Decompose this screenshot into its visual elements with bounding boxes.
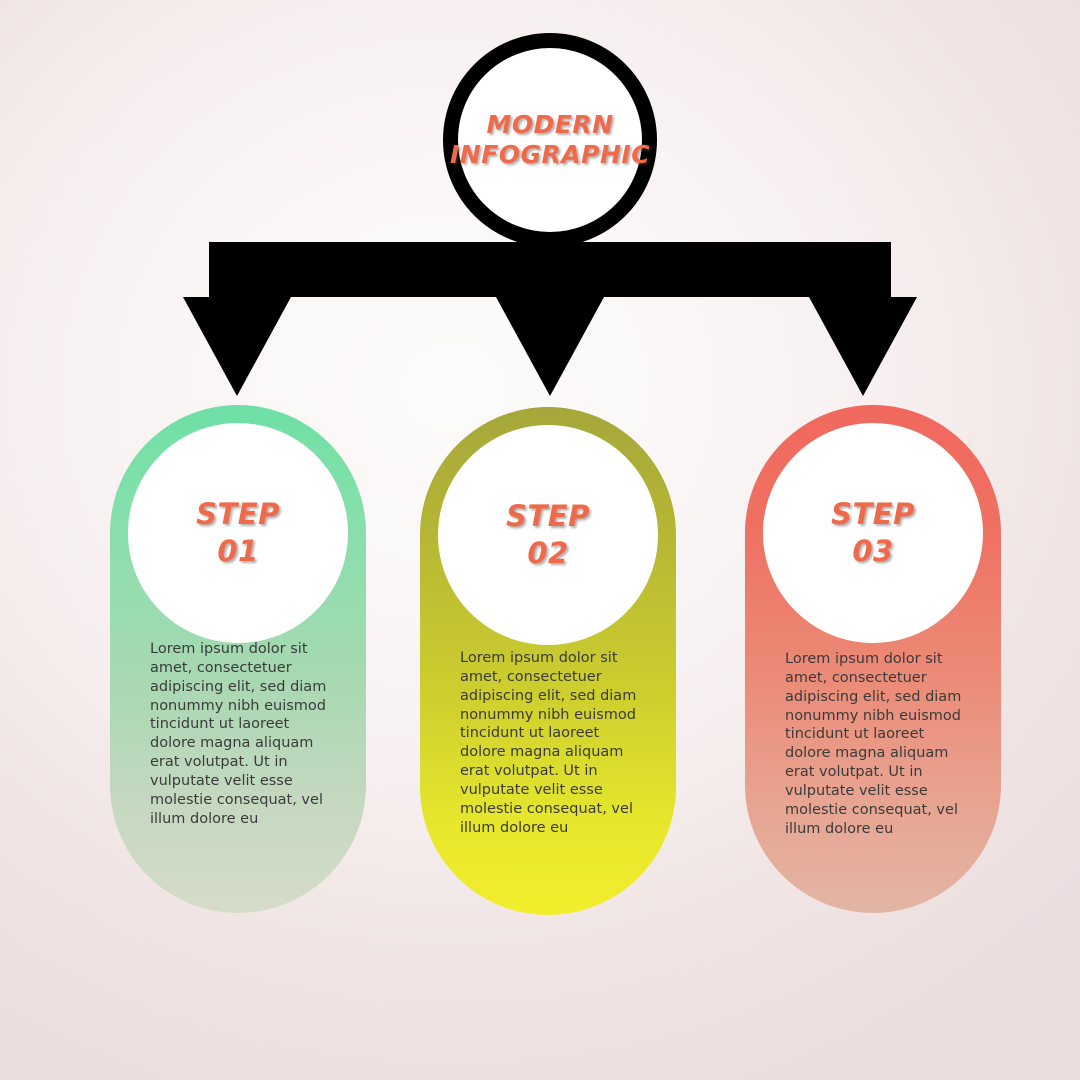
step-circle-2: STEP 02 [438,425,658,645]
step-label-3: STEP 03 [831,496,915,568]
connector-bar [209,242,891,297]
arrow-shaft-step-3 [837,242,889,298]
step-body-1: Lorem ipsum dolor sit amet, consectetuer… [150,641,327,827]
step-card-1[interactable]: STEP 01 Lorem ipsum dolor sit amet, cons… [110,405,366,913]
arrow-shaft-step-1 [211,242,263,298]
title-circle: MODERN INFOGRAPHIC [443,33,657,247]
arrow-down-step-2 [496,297,604,396]
step-circle-1: STEP 01 [128,423,348,643]
step-body-2: Lorem ipsum dolor sit amet, consectetuer… [460,650,637,836]
step-label-2: STEP 02 [506,498,590,570]
page-title: MODERN INFOGRAPHIC [449,109,651,170]
step-circle-3: STEP 03 [763,423,983,643]
step-card-2[interactable]: STEP 02 Lorem ipsum dolor sit amet, cons… [420,407,676,915]
arrow-down-step-1 [183,297,291,396]
step-body-3: Lorem ipsum dolor sit amet, consectetuer… [785,651,962,837]
step-label-1: STEP 01 [196,496,280,568]
arrow-shaft-step-2 [524,242,576,298]
step-card-3[interactable]: STEP 03 Lorem ipsum dolor sit amet, cons… [745,405,1001,913]
arrow-down-step-3 [809,297,917,396]
